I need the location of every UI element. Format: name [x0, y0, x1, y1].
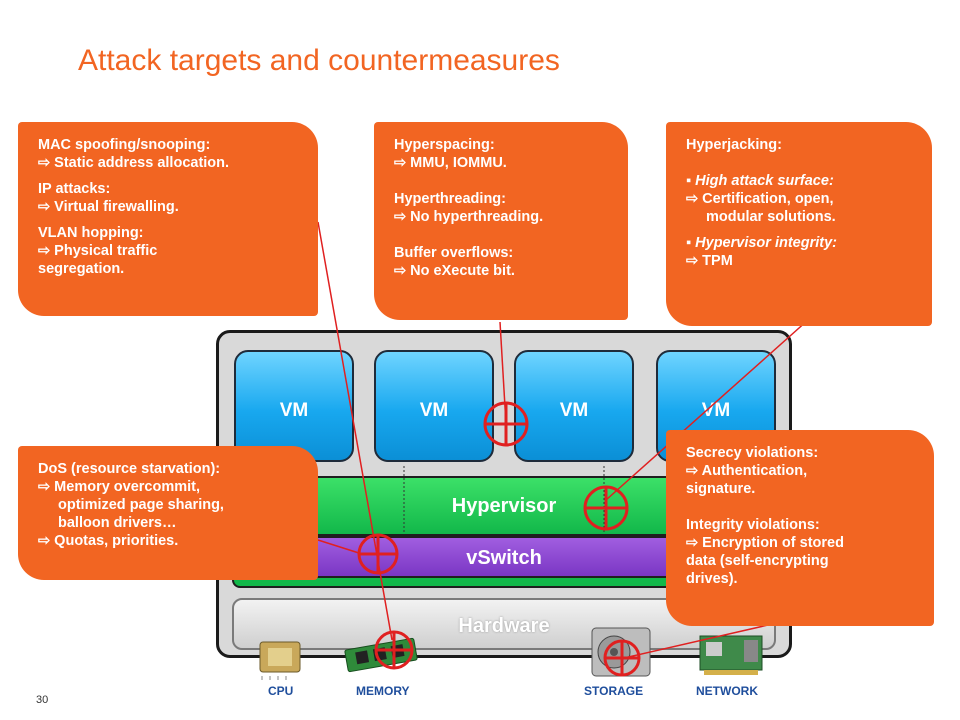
box-heading: IP attacks: — [38, 181, 111, 197]
box-countermeasure: balloon drivers… — [58, 515, 177, 531]
slide-title: Attack targets and countermeasures — [78, 44, 560, 77]
network-attacks-box: MAC spoofing/snooping: ⇨ Static address … — [18, 122, 318, 316]
box-countermeasure: ⇨ Memory overcommit, — [38, 479, 201, 495]
box-heading: MAC spoofing/snooping: — [38, 137, 211, 153]
box-countermeasure: ⇨ Authentication, — [686, 463, 808, 479]
box-heading: Hyperjacking: — [686, 137, 782, 153]
box-countermeasure: ⇨ Certification, open, — [686, 191, 834, 207]
cpu-chip-icon — [259, 641, 301, 680]
box-countermeasure: segregation. — [38, 261, 125, 277]
dos-box: DoS (resource starvation): ⇨ Memory over… — [18, 446, 318, 580]
network-card-icon — [699, 635, 763, 675]
box-countermeasure: signature. — [686, 481, 756, 497]
vm-3: VM — [514, 350, 634, 462]
vm-2: VM — [374, 350, 494, 462]
target-marker-icon — [374, 630, 414, 670]
storage-label: STORAGE — [584, 684, 644, 698]
memory-module-icon — [344, 637, 418, 673]
hyperjacking-box: Hyperjacking: ▪ High attack surface: ⇨ C… — [666, 122, 932, 326]
box-countermeasure: optimized page sharing, — [58, 497, 224, 513]
hyperspacing-box: Hyperspacing: ⇨ MMU, IOMMU. Hyperthreadi… — [374, 122, 628, 320]
box-countermeasure: drives). — [686, 571, 738, 587]
page-number: 30 — [36, 694, 49, 706]
box-countermeasure: modular solutions. — [706, 209, 836, 225]
target-marker-icon — [483, 401, 529, 447]
box-countermeasure: ⇨ Encryption of stored — [686, 535, 844, 551]
box-countermeasure: ⇨ MMU, IOMMU. — [394, 155, 507, 171]
box-countermeasure: ⇨ No eXecute bit. — [394, 263, 515, 279]
cpu-label: CPU — [268, 684, 294, 698]
box-countermeasure: data (self-encrypting — [686, 553, 829, 569]
secrecy-integrity-box: Secrecy violations: ⇨ Authentication, si… — [666, 430, 934, 626]
box-heading: DoS (resource starvation): — [38, 461, 221, 477]
box-countermeasure: ⇨ Static address allocation. — [38, 155, 230, 171]
target-marker-icon — [583, 485, 629, 531]
box-countermeasure: ⇨ Physical traffic — [38, 243, 158, 259]
box-heading: Buffer overflows: — [394, 245, 514, 261]
box-heading: VLAN hopping: — [38, 225, 144, 241]
box-countermeasure: ⇨ TPM — [686, 253, 733, 269]
box-countermeasure: ⇨ No hyperthreading. — [394, 209, 544, 225]
box-threat: ▪ High attack surface: — [686, 173, 834, 189]
memory-label: MEMORY — [356, 684, 410, 698]
box-threat: ▪ Hypervisor integrity: — [686, 235, 837, 251]
box-heading: Hyperthreading: — [394, 191, 506, 207]
attack-lines — [317, 221, 809, 659]
box-heading: Secrecy violations: — [686, 445, 819, 461]
target-marker-icon — [603, 639, 641, 677]
target-marker-icon — [357, 533, 399, 575]
box-heading: Hyperspacing: — [394, 137, 495, 153]
box-countermeasure: ⇨ Virtual firewalling. — [38, 199, 179, 215]
box-heading: Integrity violations: — [686, 517, 820, 533]
box-countermeasure: ⇨ Quotas, priorities. — [38, 533, 179, 549]
network-label: NETWORK — [696, 684, 758, 698]
